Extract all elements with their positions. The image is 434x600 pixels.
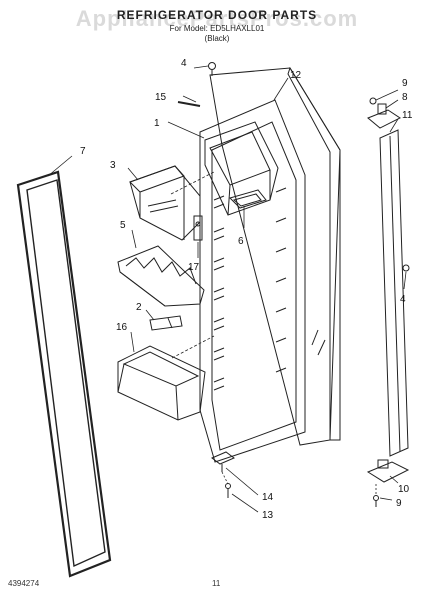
watermark: AppliancePartsPros.com bbox=[75, 6, 359, 31]
callout-9-bottom: 9 bbox=[396, 498, 402, 509]
callout-9-top: 9 bbox=[402, 78, 408, 89]
callout-7: 7 bbox=[80, 146, 86, 157]
egg-cup bbox=[229, 189, 267, 209]
callout-6: 6 bbox=[238, 236, 244, 247]
hinge-channel bbox=[379, 129, 409, 457]
door-stop bbox=[193, 215, 203, 241]
door-gasket bbox=[16, 170, 112, 578]
callout-10: 10 bbox=[398, 484, 410, 495]
callout-12: 12 bbox=[290, 70, 302, 81]
part-code: 4394274 bbox=[8, 579, 40, 588]
top-hinge-screw bbox=[369, 97, 377, 105]
callout-numbers: 1 2 3 4 4 5 6 7 8 9 9 10 11 12 13 14 15 … bbox=[80, 58, 413, 521]
page-number: 11 bbox=[212, 579, 221, 588]
bottom-screw bbox=[225, 483, 231, 498]
channel-screw bbox=[402, 264, 410, 272]
bottom-hinge bbox=[366, 459, 410, 483]
diagram-title: REFRIGERATOR DOOR PARTS bbox=[116, 8, 318, 22]
shelf-bracket bbox=[149, 315, 183, 331]
callout-13: 13 bbox=[262, 510, 274, 521]
callout-2: 2 bbox=[136, 302, 142, 313]
callout-8: 8 bbox=[402, 92, 408, 103]
callout-17: 17 bbox=[188, 262, 200, 273]
top-screw bbox=[208, 62, 216, 76]
callout-11: 11 bbox=[402, 110, 413, 121]
leader-lines bbox=[47, 65, 407, 513]
egg-tray bbox=[117, 245, 205, 307]
callout-5: 5 bbox=[120, 220, 126, 231]
top-hinge bbox=[367, 103, 401, 129]
outer-door-panel bbox=[209, 66, 341, 446]
callout-3: 3 bbox=[110, 160, 116, 171]
callout-4-right: 4 bbox=[400, 294, 406, 305]
top-plug bbox=[177, 101, 201, 107]
bottom-hinge-screw bbox=[373, 495, 379, 507]
hinge-pin bbox=[211, 451, 235, 472]
dairy-door bbox=[129, 165, 201, 241]
callout-1: 1 bbox=[154, 118, 160, 129]
callout-14: 14 bbox=[262, 492, 274, 503]
model-subtitle: For Model: ED5LHAXLL01 bbox=[169, 24, 265, 33]
door-liner bbox=[199, 99, 306, 463]
callout-4-top: 4 bbox=[181, 58, 187, 69]
color-note: (Black) bbox=[204, 34, 230, 43]
door-bin bbox=[117, 345, 206, 421]
callout-16: 16 bbox=[116, 322, 128, 333]
callout-15: 15 bbox=[155, 92, 167, 103]
